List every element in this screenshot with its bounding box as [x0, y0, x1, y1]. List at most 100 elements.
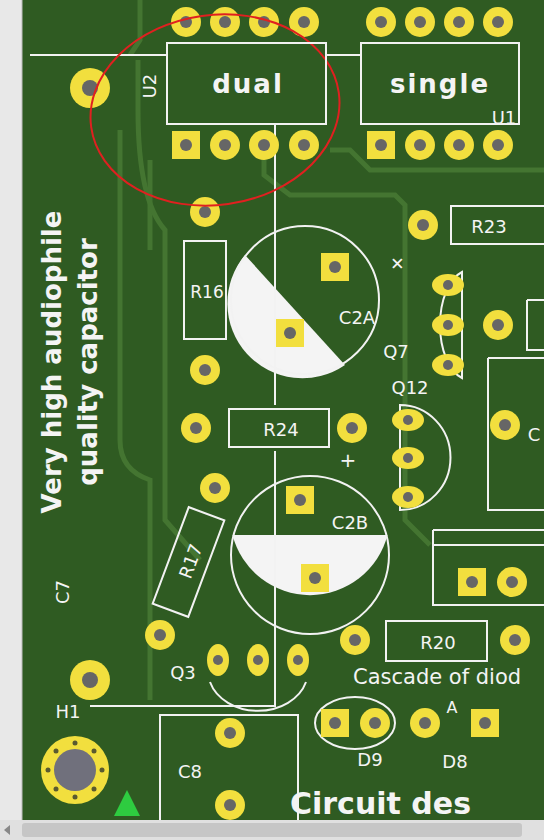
polarity-mark: +: [384, 249, 411, 276]
pad: [321, 253, 349, 281]
pad: [408, 210, 438, 240]
copper-traces: [120, 0, 544, 700]
pad: [432, 314, 464, 336]
annotation-circle: [78, 0, 352, 221]
resistor-symbol: R17: [151, 506, 225, 618]
capacitor-outline: [230, 225, 380, 375]
pad: [483, 310, 513, 340]
part-reference: Q12: [391, 378, 428, 398]
pad: [276, 319, 304, 347]
scrollbar: [0, 820, 544, 840]
pad: [286, 486, 314, 514]
panel-edge: [22, 0, 23, 820]
pad: [444, 130, 474, 160]
capacitor-outline: [231, 226, 379, 374]
resistor-symbol: R16: [183, 240, 227, 340]
board-note: Circuit des: [290, 787, 471, 820]
pad: [367, 131, 395, 159]
transistor-outline: [210, 682, 306, 711]
polarity-band: [233, 535, 388, 595]
pad: [392, 409, 424, 431]
component-label: C2B: [332, 513, 368, 533]
pad: [360, 708, 390, 738]
pin-name: A: [447, 699, 458, 717]
pad: [145, 620, 175, 650]
component-label: dual: [212, 70, 284, 99]
pad: [458, 568, 486, 596]
trace: [138, 60, 200, 560]
pad: [366, 7, 396, 37]
component-label: C2A: [339, 308, 375, 328]
part-reference: H1: [56, 702, 81, 722]
ic-outline: U2dual: [166, 42, 327, 125]
board: [22, 0, 544, 820]
component-label: R16: [190, 283, 223, 302]
silkscreen: [30, 55, 544, 820]
pad: [289, 130, 319, 160]
board-note: Very high audiophile quality capacitor: [34, 172, 106, 552]
pad: [432, 354, 464, 376]
pad: [392, 486, 424, 508]
component-label: R23: [471, 217, 506, 237]
trace: [130, 0, 140, 55]
capacitor-outline: [160, 715, 298, 820]
pad: [190, 197, 220, 227]
pad: [207, 644, 229, 676]
pad: [340, 625, 370, 655]
pads: [70, 7, 530, 820]
ic-outline: singleU1: [360, 42, 520, 125]
pad: [471, 709, 499, 737]
outline-line: [30, 54, 360, 56]
part-reference: U2: [140, 74, 160, 99]
pad: [210, 7, 240, 37]
side-panel: [0, 0, 22, 820]
pad: [321, 709, 349, 737]
part-reference: C7: [53, 580, 73, 604]
via-ring: [46, 741, 105, 800]
pad: [181, 413, 211, 443]
pad: [497, 567, 527, 597]
hole-ring: [41, 736, 109, 804]
pad: [444, 7, 474, 37]
resistor-symbol: R24: [228, 408, 330, 448]
diode-outline: [315, 697, 395, 749]
origin-marker: [114, 790, 140, 816]
pad: [215, 790, 245, 820]
pad: [392, 447, 424, 469]
scroll-arrow: [4, 825, 10, 835]
pad: [210, 130, 240, 160]
polarity-mark: +: [340, 449, 357, 471]
capacitor-symbol: C2A: [230, 225, 380, 375]
pad: [405, 7, 435, 37]
pad: [432, 274, 464, 296]
capacitor-outline: [231, 476, 389, 634]
pad: [215, 718, 245, 748]
pad: [70, 660, 110, 700]
pad: [410, 708, 440, 738]
component-label: U1: [492, 108, 517, 128]
part-reference: Q7: [383, 342, 409, 362]
pad: [172, 131, 200, 159]
capacitor-outline: [488, 358, 544, 510]
part-reference: Q3: [170, 663, 196, 683]
pad: [190, 355, 220, 385]
pad: [249, 130, 279, 160]
connector-outline: [433, 530, 544, 605]
resistor-symbol: R23: [450, 205, 544, 245]
pad: [405, 130, 435, 160]
component-label: R20: [420, 633, 455, 653]
pad: [301, 564, 329, 592]
pad: [490, 410, 520, 440]
resistor-symbol: R20: [385, 620, 488, 662]
part-outline: [527, 300, 544, 350]
part-reference: D9: [357, 750, 382, 770]
component-label: R24: [263, 420, 298, 440]
pad: [337, 413, 367, 443]
scrollbar-thumb: [22, 823, 522, 837]
pad: [200, 473, 230, 503]
pad: [247, 644, 269, 676]
component-label: R17: [175, 541, 206, 581]
trace: [330, 150, 544, 170]
